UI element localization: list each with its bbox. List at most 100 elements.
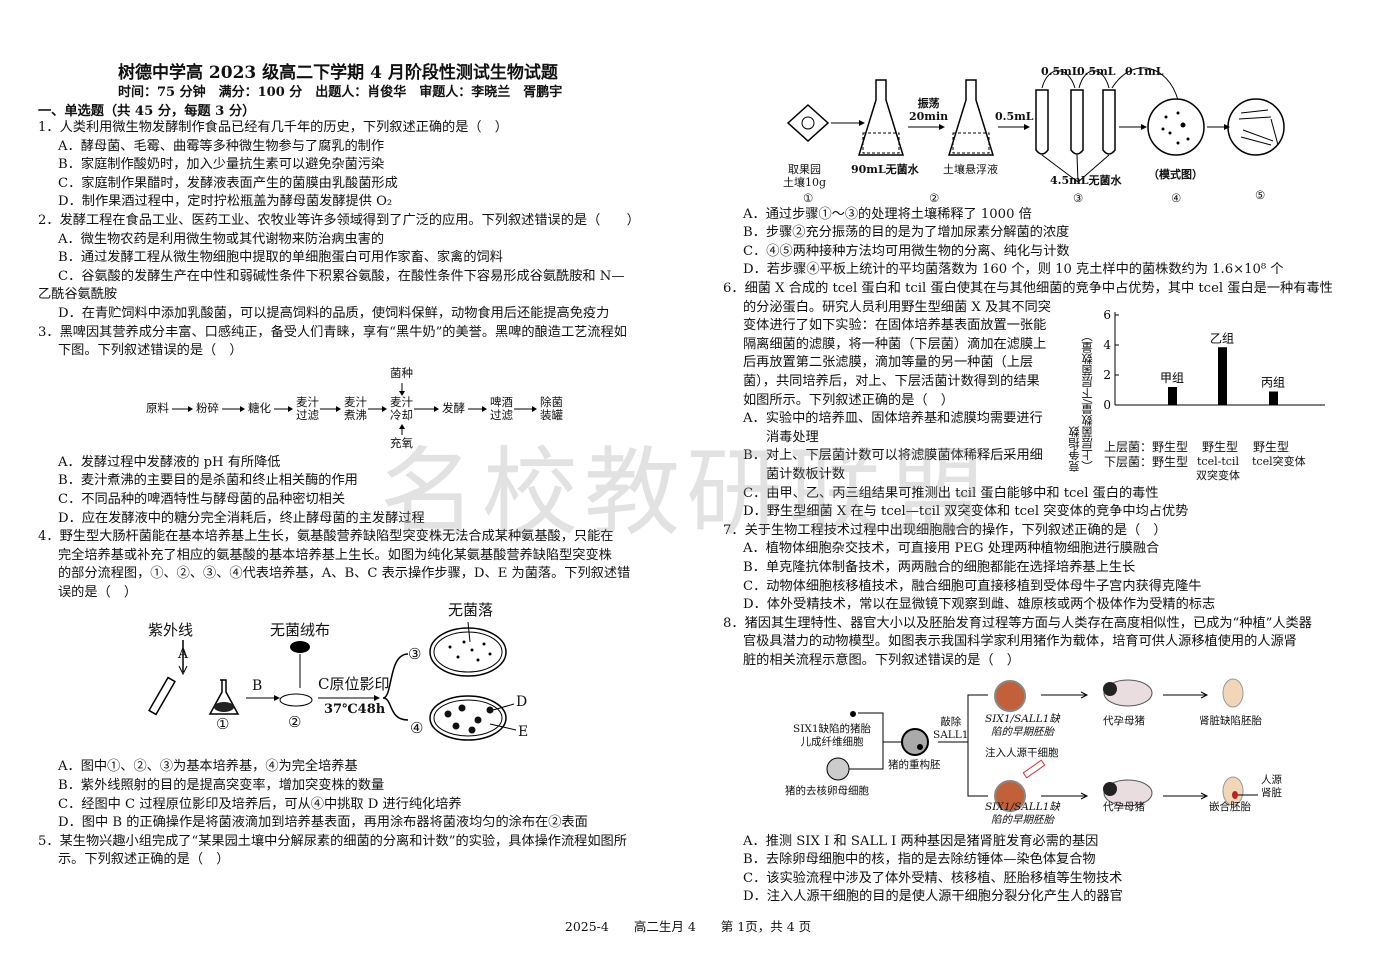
- exam-title: 树德中学高 2023 级高二下学期 4 月阶段性测试生物试题: [118, 63, 558, 83]
- step-2-label: ②: [929, 191, 940, 205]
- bar-label: 乙组: [1210, 331, 1234, 345]
- left-column: 1．人类利用微生物发酵制作食品已经有几千年的历史，下列叙述正确的是（ ）A．酵母…: [38, 119, 663, 870]
- soil-dilution-figure: 取果园 土壤10g 90mL无菌水 振荡 20min 土壤悬浮液 0.5mL 0…: [723, 55, 1348, 206]
- answer-option: C．该实验流程中涉及了体外受精、核移植、胚胎移植等生物技术: [743, 870, 1123, 886]
- question-text: 下图。下列叙述错误的是（ ）: [58, 343, 243, 359]
- page-footer: 2025-4 高二生月 4 第 1页，共 4 页: [564, 919, 812, 934]
- question-text: 2．发酵工程在食品工业、医药工业、农牧业等许多领域得到了广泛的应用。下列叙述错误…: [38, 212, 640, 228]
- group3-upper-label: 野生型: [1253, 440, 1290, 454]
- y-tick-label: 0: [1103, 398, 1111, 412]
- question-text: 5．某生物兴趣小组完成了“某果园土壤中分解尿素的细菌的分离和计数”的实验，具体操…: [38, 833, 627, 849]
- answer-option: A．植物体细胞杂交技术，可直接用 PEG 处理两种植物细胞进行膜融合: [743, 541, 1160, 557]
- answer-option: C．由甲、乙、丙三组结果可推测出 tcil 蛋白能够中和 tcel 蛋白的毒性: [743, 485, 1159, 501]
- model-label: （模式图）: [1148, 168, 1203, 181]
- uv-label: 紫外线: [148, 621, 194, 640]
- velvet-label: 无菌绒布: [270, 621, 331, 640]
- answer-option: D．体外受精技术，常以在显微镜下观察到雌、雄原核或两个极体作为受精的标志: [743, 597, 1216, 613]
- question-text: 3．黑啤因其营养成分丰富、口感纯正，备受人们青睐，享有“黑牛奶”的美誉。黑啤的酿…: [38, 324, 627, 340]
- strain-label: 菌种: [390, 365, 413, 380]
- flow-step: 粉碎: [196, 400, 219, 415]
- pig-kidney-drawing: [826, 678, 1258, 812]
- answer-option: A．微生物农药是利用微生物或其代谢物来防治病虫害的: [58, 231, 385, 247]
- flow-step: 原料: [146, 400, 169, 415]
- question-text: 8．猪因其生理特性、器官大小以及胚胎发育过程等方面与人类存在高度相似性，已成为“…: [723, 615, 1312, 631]
- flow-step: 除菌 装罐: [540, 394, 563, 422]
- questions-1-3: 1．人类利用微生物发酵制作食品已经有几千年的历史，下列叙述正确的是（ ）A．酵母…: [38, 119, 663, 361]
- flow-arrows: [172, 382, 537, 435]
- step-1-label: ①: [803, 191, 814, 205]
- surrogate-1-label: 代孕母猪: [1103, 714, 1145, 727]
- answer-option: A．图中①、②、③为基本培养基，④为完全培养基: [58, 759, 358, 775]
- answer-option: B．紫外线照射的目的是提高突变率，增加突变株的数量: [58, 778, 385, 794]
- question-text: 示。下列叙述正确的是（ ）: [58, 852, 230, 868]
- medium-1-label: ①: [216, 715, 230, 734]
- y-tick-label: 4: [1103, 338, 1111, 352]
- question-8-options: A．推测 SIX I 和 SALL I 两种基因是猪肾脏发育必需的基因 B．去除卵…: [723, 833, 1348, 907]
- bar-label: 甲组: [1160, 371, 1184, 385]
- answer-option: A．发酵过程中发酵液的 pH 有所降低: [58, 454, 281, 470]
- brewing-flow-figure: 原料粉碎糖化麦汁 过滤麦汁 煮沸麦汁 冷却发酵啤酒 过滤除菌 装罐菌种充氧: [38, 361, 663, 454]
- bar-丙组: [1269, 391, 1278, 405]
- answer-option: A．推测 SIX I 和 SALL I 两种基因是猪肾脏发育必需的基因: [743, 833, 1099, 849]
- question-text: 消毒处理: [766, 429, 819, 445]
- answer-option: D．注入人源干细胞的目的是使人源干细胞分裂分化产生人的器官: [743, 889, 1123, 905]
- shake-label: 振荡 20min: [909, 97, 949, 123]
- answer-option: C．不同品种的啤酒特性与酵母菌的品种密切相关: [58, 491, 346, 507]
- step-3-label: ③: [1073, 191, 1084, 205]
- flow-step: 发酵: [442, 400, 465, 415]
- embryo-2-label: SIX1/SALL1缺 陷的早期胚胎: [985, 800, 1060, 826]
- step-4-label: ④: [1171, 191, 1182, 205]
- answer-option: D．若步骤④平板上统计的平均菌落数为 160 个，则 10 克土样中的菌株数约为…: [743, 262, 1284, 278]
- reconstructed-embryo-label: 猪的重构胚: [888, 758, 941, 771]
- flow-step: 麦汁 冷却: [390, 394, 413, 422]
- answer-option: C．谷氨酸的发酵生产在中性和弱碱性条件下积累谷氨酸，在酸性条件下容易形成谷氨酰胺…: [58, 268, 625, 284]
- surrogate-2-label: 代孕母猪: [1103, 800, 1145, 813]
- answer-option: C．动物体细胞核移植技术，融合细胞可直接移植到受体母牛子宫内获得克隆牛: [743, 578, 1202, 594]
- oocyte-label: 猪的去核卵母细胞: [785, 784, 869, 797]
- step-c-label: C原位影印: [318, 675, 390, 694]
- water-90-label: 90mL无菌水: [851, 163, 919, 176]
- colony-d-label: D: [516, 694, 528, 711]
- flow-step: 啤酒 过滤: [490, 394, 513, 422]
- bar-甲组: [1168, 387, 1177, 405]
- soil-dilution-drawing: [786, 67, 1285, 184]
- answer-option: C．④⑤两种接种方法均可用微生物的分离、纯化与计数: [743, 243, 1070, 259]
- upper-row-label: 上层菌：野生型: [1104, 440, 1189, 454]
- answer-option: B．对上、下层菌计数可以将滤膜菌体稀释后采用细: [743, 448, 1043, 464]
- question-text: 的部分流程图，①、②、③、④代表培养基，A、B、C 表示操作步骤，D、E 为菌落…: [58, 566, 631, 582]
- embryo-1-label: SIX1/SALL1缺 陷的早期胚胎: [985, 712, 1060, 738]
- mutant-screening-drawing: [148, 622, 517, 742]
- answer-option: A．通过步骤①～③的处理将土壤稀释了 1000 倍: [743, 206, 1032, 222]
- suspension-label: 土壤悬浮液: [943, 163, 998, 176]
- inject-label: 注入人源干细胞: [985, 746, 1059, 759]
- question-text: 完全培养基或补充了相应的氨基酸的基本培养基上生长。如图为纯化某氨基酸营养缺陷型突…: [58, 547, 612, 563]
- answer-option: B．通过发酵工程从微生物细胞中提取的单细胞蛋白可用作家畜、家禽的饲料: [58, 250, 503, 266]
- volume-label-4: 0.1mL: [1125, 65, 1164, 78]
- y-axis-label: 竞争指数 （上层菌数量/下层菌数量）: [1067, 330, 1094, 472]
- bar-乙组: [1218, 347, 1227, 405]
- result-2-label: 嵌合胚胎: [1209, 800, 1251, 813]
- human-kidney-label: 人源 肾脏: [1261, 773, 1282, 799]
- result-1-label: 肾脏缺陷胚胎: [1199, 714, 1262, 727]
- volume-label-1: 0.5mL: [995, 110, 1034, 123]
- question-text: 菌计数板计数: [766, 467, 846, 482]
- answer-option: C．家庭制作果醋时，发酵液表面产生的菌膜由乳酸菌形成: [58, 175, 398, 191]
- group2-lower-label: tcel-tcil 双突变体: [1196, 455, 1240, 482]
- medium-3-label: ③: [408, 645, 422, 664]
- answer-option: A．酵母菌、毛霉、曲霉等多种微生物参与了腐乳的制作: [58, 138, 385, 154]
- fibroblast-label: SIX1缺陷的猪胎 儿成纤维细胞: [793, 722, 871, 748]
- oxygen-label: 充氧: [390, 435, 413, 450]
- group2-upper-label: 野生型: [1202, 440, 1239, 454]
- question-text: 的分泌蛋白。研究人员利用野生型细菌 X 及其不同突: [743, 299, 1051, 315]
- lower-row-label: 下层菌：野生型: [1104, 455, 1189, 469]
- question-text: 乙酰谷氨酰胺: [38, 287, 118, 303]
- bar-label: 丙组: [1261, 376, 1285, 390]
- water-45-label: 4.5mL无菌水: [1050, 174, 1122, 187]
- question-text: 变体进行了如下实验：在固体培养基表面放置一张能: [743, 318, 1047, 334]
- step-5-label: ⑤: [1255, 188, 1266, 202]
- answer-option: B．去除卵母细胞中的核，指的是去除纺锤体—染色体复合物: [743, 852, 1096, 868]
- question-text: 7．关于生物工程技术过程中出现细胞融合的操作，下列叙述正确的是（ ）: [723, 522, 1167, 538]
- volume-label-3: 0.5mL: [1077, 65, 1116, 78]
